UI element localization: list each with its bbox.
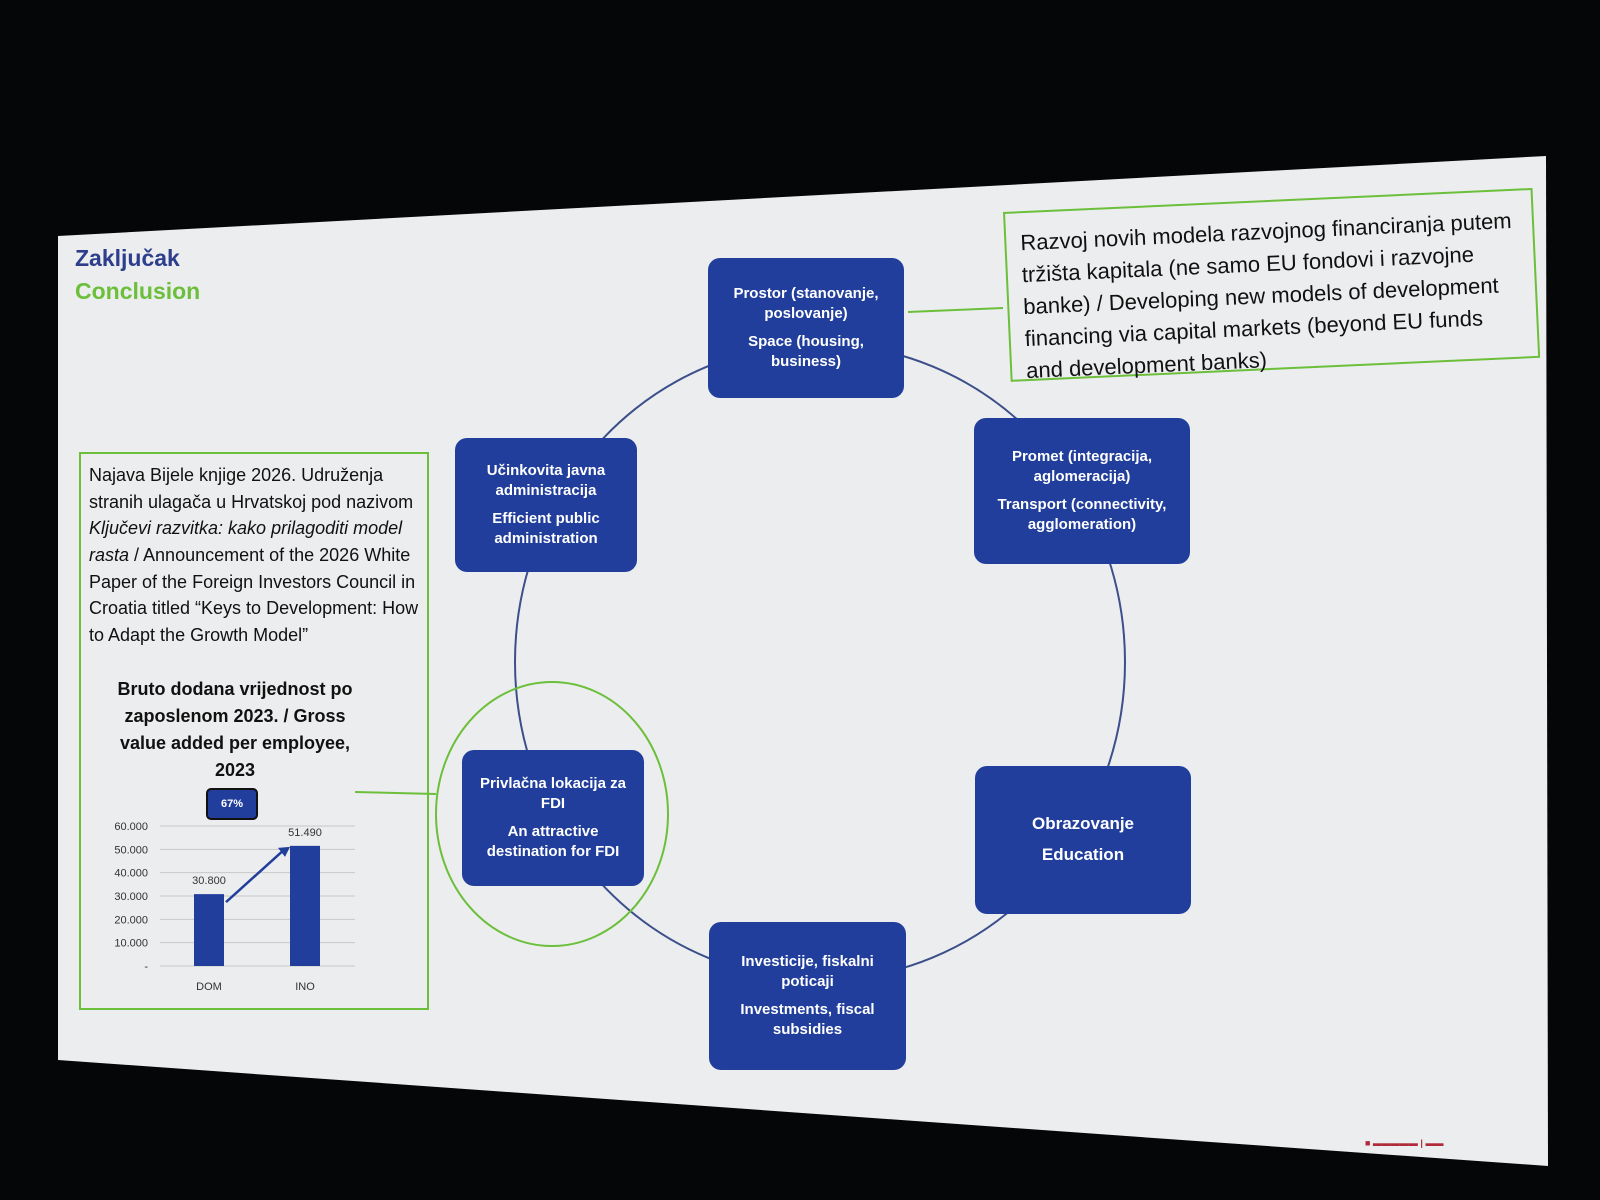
presenter-logo: ■ ▬▬▬▬▬ | ▬▬ xyxy=(1365,1138,1444,1148)
node-en: Investments, fiscal subsidies xyxy=(740,1001,875,1039)
title-en: Conclusion xyxy=(75,278,201,304)
growth-arrow-head xyxy=(278,846,290,857)
bar-value-label: 51.490 xyxy=(288,827,322,839)
node-hr: Investicije, fiskalni poticaji xyxy=(741,952,874,990)
node-en: Education xyxy=(1041,845,1125,864)
connector-left xyxy=(354,791,437,795)
callout-italic-title: Ključevi razvitka: kako prilagoditi mode… xyxy=(89,518,403,565)
title-hr: Zaključak xyxy=(75,245,180,271)
x-tick-label: DOM xyxy=(196,981,222,993)
bar-ino xyxy=(290,845,320,966)
growth-badge: 67% xyxy=(206,788,258,820)
node-fdi: Privlačna lokacija za FDI An attractive d… xyxy=(462,750,644,886)
fdi-highlight-circle xyxy=(435,681,669,947)
node-hr: Obrazovanje xyxy=(1031,814,1135,834)
callout-text: Najava Bijele knjige 2026. Udruženja str… xyxy=(89,465,414,512)
x-tick-label: INO xyxy=(295,981,315,993)
node-space: Prostor (stanovanje, poslovanje) Space (h… xyxy=(708,258,904,398)
chart-title: Bruto dodana vrijednost po zaposlenom 20… xyxy=(117,679,353,780)
node-hr: Privlačna lokacija za FDI xyxy=(480,774,626,812)
node-hr: Promet (integracija, aglomeracija) xyxy=(1011,447,1153,485)
bar-dom xyxy=(194,894,224,966)
white-paper-callout: Najava Bijele knjige 2026. Udruženja str… xyxy=(79,452,429,1010)
connector-right xyxy=(907,307,1004,313)
node-hr: Učinkovita javna administracija xyxy=(486,461,606,499)
gva-chart: - 10.000 20.000 30.000 40.000 50.000 60.000 30.… xyxy=(114,821,355,993)
y-tick-label: 10.000 xyxy=(114,938,148,950)
node-en: Space (housing, business) xyxy=(748,333,864,371)
y-tick-label: 60.000 xyxy=(114,821,148,833)
bar-value-label: 30.800 xyxy=(192,875,226,887)
financing-callout: Razvoj novih modela razvojnog financiran… xyxy=(1003,187,1541,383)
node-en: Efficient public administration xyxy=(492,510,600,548)
y-tick-label: 20.000 xyxy=(114,914,148,926)
node-en: Transport (connectivity, agglomeration) xyxy=(997,496,1167,534)
y-tick-label: 30.000 xyxy=(114,891,148,903)
y-tick-label: 40.000 xyxy=(114,868,148,880)
node-transport: Promet (integracija, aglomeracija) Transp… xyxy=(974,418,1190,564)
y-tick-label: - xyxy=(144,961,148,973)
growth-arrow xyxy=(225,848,285,904)
y-tick-label: 50.000 xyxy=(114,844,148,856)
node-hr: Prostor (stanovanje, poslovanje) xyxy=(733,284,879,322)
node-en: An attractive destination for FDI xyxy=(486,823,620,861)
callout-text-2: / Announcement of the 2026 White Paper o… xyxy=(89,544,419,645)
